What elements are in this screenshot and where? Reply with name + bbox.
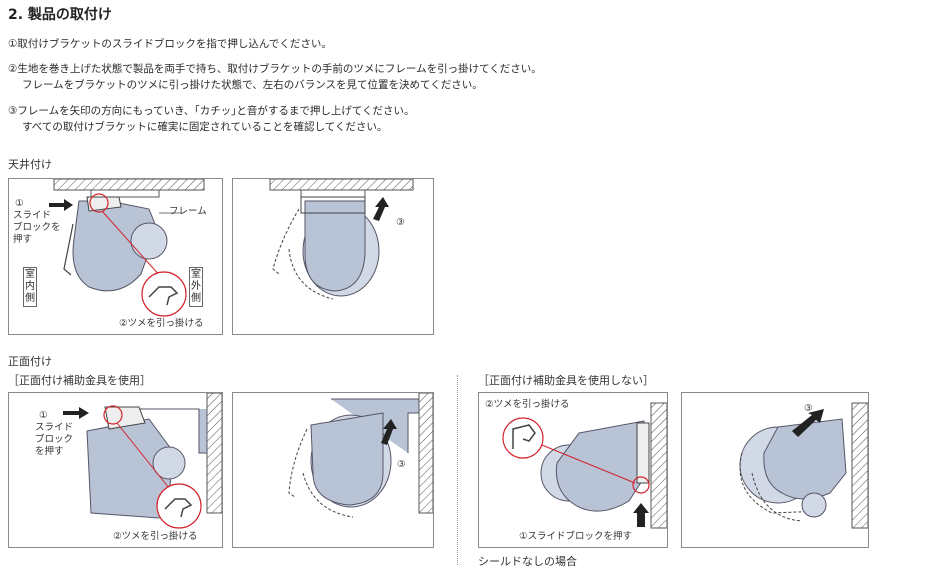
hook-label: ②ツメを引っ掛ける: [119, 318, 204, 329]
wall-surface: [418, 393, 433, 514]
slide-label-2: ブロック: [35, 434, 74, 445]
ceiling-surface: [269, 179, 414, 191]
wall-surface: [650, 402, 667, 529]
shade-roll: [763, 418, 847, 500]
slide-label-1: スライド: [13, 210, 52, 221]
ceiling-diagram-2: [269, 179, 414, 300]
callout-circle-small: [632, 476, 650, 494]
step3-label: ③: [397, 459, 406, 470]
callout-line: [116, 422, 174, 494]
callout-circle-small: [103, 405, 123, 425]
no-shield-label: シールドなしの場合: [478, 555, 577, 568]
ceiling-diagram-1: [49, 179, 205, 317]
ceiling-panel-2: ③: [232, 178, 434, 335]
ceiling-surface: [53, 179, 205, 191]
frame-label: フレーム: [169, 206, 207, 217]
slide-num: ①: [15, 198, 24, 209]
slide-bottom-label: ①スライドブロックを押す: [519, 531, 633, 542]
step-1: ①取付けブラケットのスライドブロックを指で押し込んでください。: [8, 38, 332, 50]
front-panel-2: ③: [232, 392, 434, 548]
push-up-arrow: [633, 503, 649, 527]
callout-circle-large: [141, 271, 187, 317]
callout-circle-small: [89, 193, 109, 213]
slide-label-3: 押す: [13, 234, 33, 245]
front-without-sub: ［正面付け補助金具を使用しない］: [478, 374, 654, 387]
step-3-note: すべての取付けブラケットに確実に固定されていることを確認してください。: [22, 121, 388, 133]
step3-label: ③: [804, 403, 813, 414]
wall-surface: [206, 393, 222, 514]
ceiling-panel-1: ① スライド ブロックを 押す フレーム 室内側 室外側 ②ツメを引っ掛ける: [8, 178, 223, 335]
callout-circle-large: [502, 417, 544, 459]
wall-surface: [851, 402, 868, 529]
callout-line: [536, 442, 636, 484]
front-panel-3: ②ツメを引っ掛ける ①スライドブロックを押す: [478, 392, 668, 548]
ceiling-heading: 天井付け: [8, 158, 52, 171]
step-2-note: フレームをブラケットのツメに引っ掛けた状態で、左右のバランスを見て位置を決めてく…: [22, 79, 483, 91]
shade-roll: [310, 412, 384, 506]
hook-label-top: ②ツメを引っ掛ける: [485, 399, 570, 410]
callout-line: [101, 210, 162, 278]
indoor-label: 室内側: [23, 267, 37, 307]
slide-num: ①: [39, 410, 48, 421]
shade-roll: [555, 420, 648, 512]
up-arrow: [381, 419, 397, 445]
callout-circle-large: [156, 483, 202, 529]
front-diagram-4: [739, 402, 868, 529]
push-arrow: [63, 407, 89, 419]
up-arrow: [373, 197, 389, 221]
rotate-arrow: [792, 409, 824, 437]
slide-label-3: を押す: [35, 446, 64, 457]
front-with-sub: ［正面付け補助金具を使用］: [8, 374, 151, 387]
front-diagram-1: [63, 393, 222, 529]
shade-roll: [72, 200, 158, 292]
front-panel-4: ③: [681, 392, 869, 548]
front-diagram-2: [288, 393, 433, 518]
step-2: ②生地を巻き上げた状態で製品を両手で持ち、取付けブラケットの手前のツメにフレーム…: [8, 63, 542, 75]
front-diagram-3: [502, 402, 667, 529]
step-3: ③フレームを矢印の方向にもっていき、｢カチッ｣と音がするまで押し上げてください。: [8, 105, 415, 117]
front-heading: 正面付け: [8, 355, 52, 368]
slide-label-2: ブロックを: [13, 222, 61, 233]
page-title: 2. 製品の取付け: [8, 7, 112, 23]
step3-label: ③: [396, 217, 405, 228]
section-divider: [457, 375, 458, 565]
front-panel-1: ① スライド ブロック を押す ②ツメを引っ掛ける: [8, 392, 223, 548]
push-arrow: [49, 199, 73, 211]
hook-label: ②ツメを引っ掛ける: [113, 531, 198, 542]
shade-roll: [304, 200, 366, 292]
slide-label-1: スライド: [35, 422, 74, 433]
outdoor-label: 室外側: [189, 267, 203, 307]
